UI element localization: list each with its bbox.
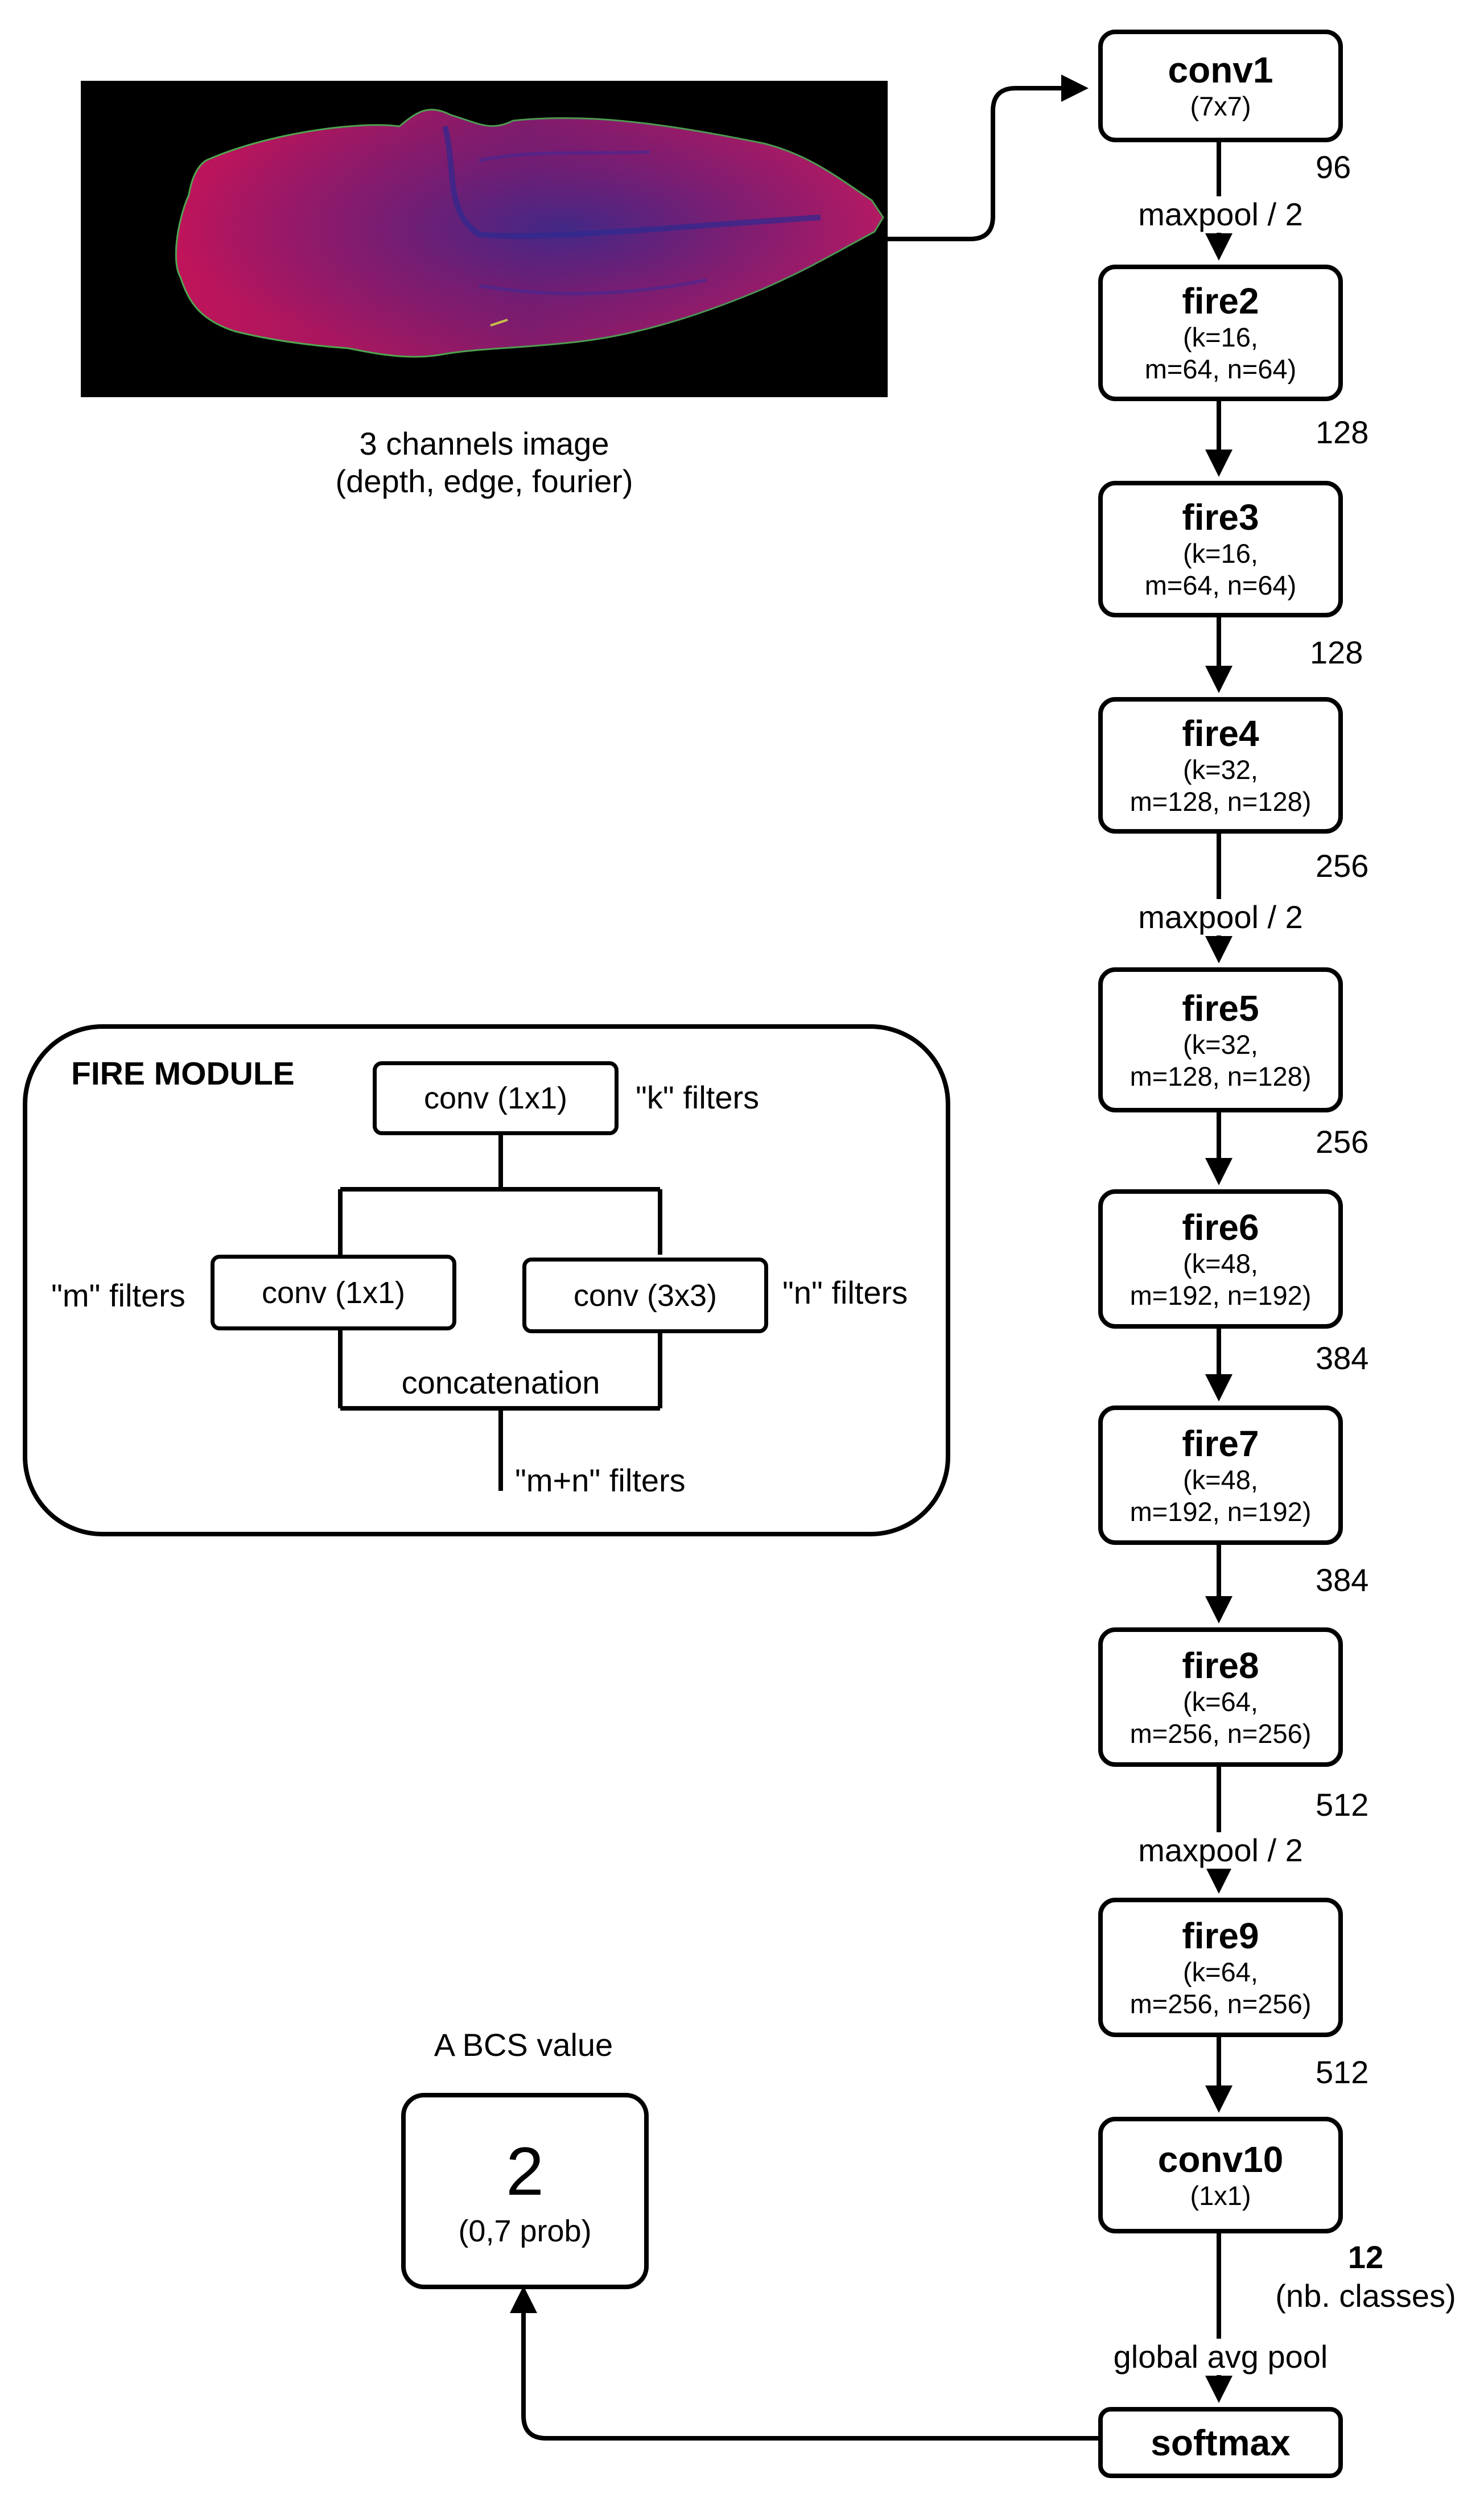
m-plus-n-filters-label: "m+n" filters (515, 1462, 686, 1498)
output-prob: (0,7 prob) (458, 2214, 592, 2248)
layer-fire8-param-2: m=256, n=256) (1130, 1718, 1312, 1749)
layer-fire9-param-1: (k=64, (1183, 1956, 1258, 1987)
layer-fire2-param-2: m=64, n=64) (1144, 354, 1297, 384)
fire-expand-1x1-conv: conv (1x1) (211, 1255, 456, 1330)
output-box: 2 (0,7 prob) (401, 2093, 649, 2289)
layer-conv1: conv1 (7x7) (1098, 30, 1343, 142)
layer-fire5-title: fire5 (1182, 987, 1259, 1029)
layer-fire5: fire5 (k=32, m=128, n=128) (1098, 967, 1343, 1112)
layer-fire6-param-2: m=192, n=192) (1130, 1280, 1312, 1310)
layer-conv1-title: conv1 (1168, 50, 1273, 90)
layer-fire4-param-1: (k=32, (1183, 755, 1258, 785)
op-maxpool-2: maxpool / 2 (1115, 899, 1326, 935)
image-caption-line2: (depth, edge, fourier) (335, 463, 633, 499)
layer-fire3-param-2: m=64, n=64) (1144, 570, 1297, 600)
layer-fire7: fire7 (k=48, m=192, n=192) (1098, 1405, 1343, 1545)
k-filters-label: "k" filters (636, 1079, 760, 1115)
layer-fire9-title: fire9 (1182, 1915, 1259, 1956)
layer-softmax: softmax (1098, 2407, 1343, 2478)
channel-count-fire6: 384 (1316, 1340, 1369, 1376)
layer-fire4-title: fire4 (1182, 713, 1259, 754)
layer-fire3-param-1: (k=16, (1183, 538, 1258, 568)
layer-fire2-title: fire2 (1182, 281, 1259, 321)
op-global-avg-pool: global avg pool (1093, 2339, 1349, 2375)
output-value: 2 (506, 2133, 544, 2210)
layer-fire7-title: fire7 (1182, 1423, 1259, 1464)
channel-count-fire5: 256 (1316, 1124, 1369, 1160)
fire-module-panel (23, 1024, 950, 1536)
channel-count-fire3: 128 (1310, 634, 1363, 670)
class-count-note: (nb. classes) (1275, 2278, 1456, 2314)
layer-fire6-param-1: (k=48, (1183, 1248, 1258, 1279)
layer-softmax-title: softmax (1151, 2422, 1291, 2463)
arrow-softmax-to-output (510, 2286, 1098, 2441)
layer-conv10-param: (1x1) (1190, 2180, 1251, 2211)
layer-fire5-param-1: (k=32, (1183, 1029, 1258, 1060)
fire-module-title: FIRE MODULE (71, 1056, 295, 1092)
layer-fire5-param-2: m=128, n=128) (1130, 1061, 1312, 1091)
channel-count-fire2: 128 (1316, 414, 1369, 450)
layer-fire6: fire6 (k=48, m=192, n=192) (1098, 1189, 1343, 1329)
channel-count-conv1: 96 (1316, 149, 1351, 185)
layer-fire3-title: fire3 (1182, 497, 1259, 538)
fire-expand-1x1-label: conv (1x1) (261, 1275, 406, 1310)
op-maxpool-1: maxpool / 2 (1115, 196, 1326, 233)
channel-count-fire8: 512 (1316, 1787, 1369, 1823)
channel-count-fire7: 384 (1316, 1562, 1369, 1598)
layer-conv10: conv10 (1x1) (1098, 2117, 1343, 2233)
layer-conv10-title: conv10 (1157, 2138, 1284, 2180)
layer-fire2: fire2 (k=16, m=64, n=64) (1098, 265, 1343, 401)
input-image (81, 81, 888, 397)
channel-count-fire9: 512 (1316, 2054, 1369, 2090)
layer-fire9: fire9 (k=64, m=256, n=256) (1098, 1898, 1343, 2037)
layer-fire6-title: fire6 (1182, 1206, 1259, 1248)
layer-fire8: fire8 (k=64, m=256, n=256) (1098, 1627, 1343, 1767)
layer-fire8-title: fire8 (1182, 1644, 1259, 1686)
class-count: 12 (1347, 2239, 1384, 2275)
layer-fire8-param-1: (k=64, (1183, 1686, 1258, 1717)
arrow-image-to-conv1 (888, 75, 1089, 241)
m-filters-label: "m" filters (51, 1277, 186, 1313)
fire-squeeze-conv: conv (1x1) (373, 1061, 619, 1135)
layer-fire7-param-1: (k=48, (1183, 1464, 1258, 1495)
layer-conv1-param: (7x7) (1190, 91, 1251, 121)
concatenation-label: concatenation (401, 1365, 600, 1400)
layer-fire7-param-2: m=192, n=192) (1130, 1496, 1312, 1527)
layer-fire4: fire4 (k=32, m=128, n=128) (1098, 697, 1343, 834)
n-filters-label: "n" filters (782, 1275, 908, 1310)
layer-fire3: fire3 (k=16, m=64, n=64) (1098, 481, 1343, 617)
channel-count-fire4: 256 (1316, 848, 1369, 884)
layer-fire2-param-1: (k=16, (1183, 322, 1258, 352)
output-title: A BCS value (434, 2027, 613, 2063)
fire-squeeze-conv-label: conv (1x1) (423, 1081, 568, 1115)
layer-fire9-param-2: m=256, n=256) (1130, 1988, 1312, 2019)
image-caption-line1: 3 channels image (359, 426, 609, 461)
fire-expand-3x3-conv: conv (3x3) (522, 1258, 768, 1333)
op-maxpool-3: maxpool / 2 (1115, 1832, 1326, 1869)
layer-fire4-param-2: m=128, n=128) (1130, 786, 1312, 817)
fire-expand-3x3-label: conv (3x3) (573, 1278, 718, 1313)
